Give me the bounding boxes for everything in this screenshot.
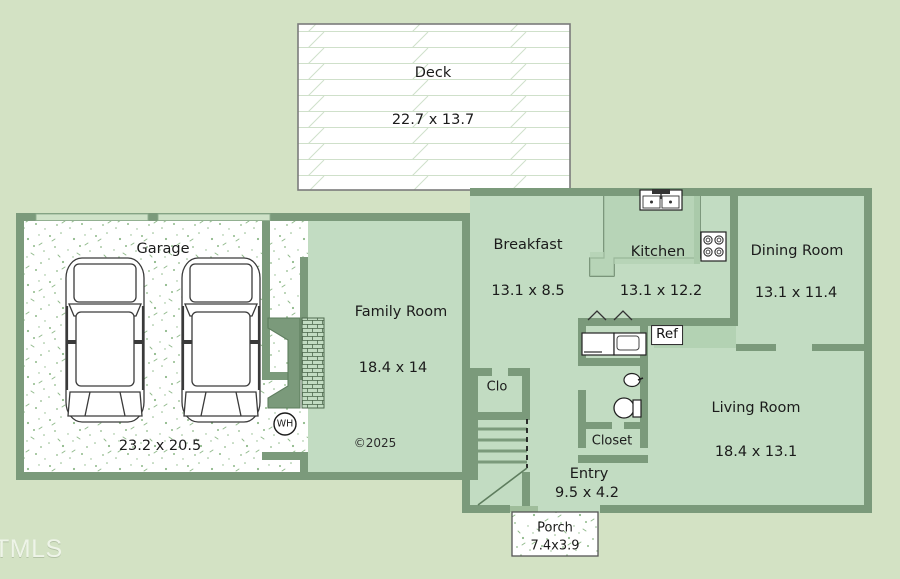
family-wall-top [308,213,470,221]
family-wall-right [462,213,470,513]
wall-kitchen-dining [730,196,738,326]
wall-core-right [640,318,648,448]
stair-direction-line [477,467,528,506]
wall-bottom-left [470,505,510,513]
room-deck [297,23,571,191]
wall-dining-living-right [812,344,864,351]
wall-stair-right-lower [522,472,530,506]
garage-wall-right-upper [262,221,270,379]
wall-kitchen-living [584,318,736,326]
wall-clo-top-right [508,368,530,376]
front-door [510,506,538,512]
wall-bath-left [578,390,586,448]
fixture-dryer [613,332,647,356]
wall-core-bottom [578,455,648,463]
wall-dining-living-left [736,344,776,351]
garage-wall-bottom [16,472,308,480]
deck-surface [297,23,571,191]
service-core-walls [578,310,648,463]
copyright-notice: ©2025 [353,436,397,450]
wall-top-left [470,188,570,196]
family-room-fill [308,213,470,480]
stair-area [470,368,530,506]
wall-clo-top-left [470,368,492,376]
fixture-water-heater [273,412,297,436]
wall-top-right [570,188,872,196]
kitchen-counter-right [694,196,700,264]
refrigerator-label: Ref [651,325,683,345]
wall-right-upper [864,188,872,348]
laundry-door-icons [587,310,633,321]
wall-clo-right [522,368,530,420]
garage-step-wall-lower [262,452,308,460]
wall-clo-bottom [470,412,530,420]
garage-door-left [35,213,149,221]
fixture-fireplace [267,317,325,409]
wall-closet-top-right [624,422,648,429]
main-block-fill [470,188,872,513]
house-floor [262,188,872,513]
fixture-washer [581,332,615,356]
fixture-stairs [478,427,527,464]
room-family-room-walls [267,213,470,513]
fixture-toilet [613,397,642,419]
garage-step-wall [262,372,308,380]
fixture-car-left [65,257,145,423]
fixture-vanity-sink [623,372,644,388]
wall-bottom-right [600,505,872,513]
garage-door-right [157,213,271,221]
room-garage [16,213,308,480]
wall-laundry-bottom [578,358,640,366]
fixture-cooktop [700,231,727,262]
fixture-car-right [181,257,261,423]
family-wall-bottom [308,472,470,480]
wall-closet-top-left [578,422,612,429]
porch-floor [511,511,599,557]
garage-wall-left [16,213,24,480]
family-wall-left-upper [300,257,308,377]
garage-wall-right-lower [300,452,308,480]
room-porch [511,511,599,557]
wall-right-lower [864,348,872,513]
wall-stair-left [470,368,478,480]
fixture-kitchen-sink [639,189,683,211]
